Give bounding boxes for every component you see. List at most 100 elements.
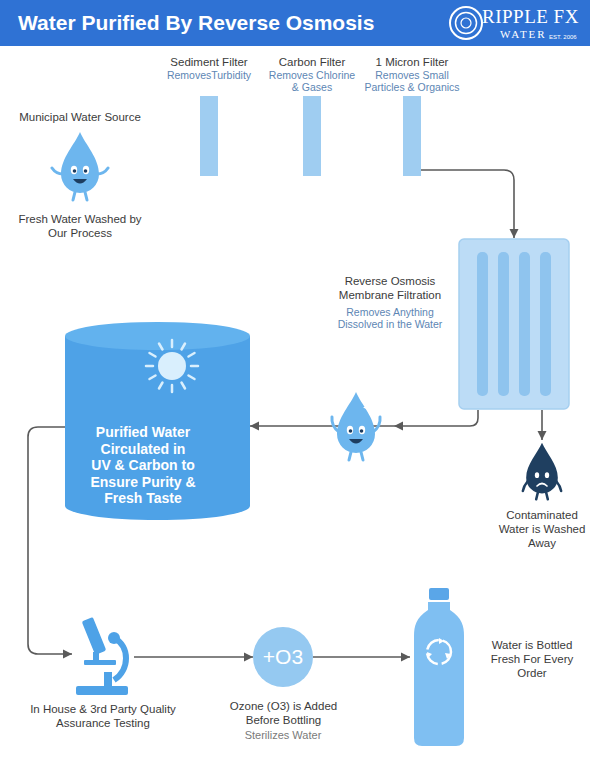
node-caption: Contaminated Water is Washed Away — [497, 508, 587, 550]
shape-part — [65, 336, 250, 520]
node-heading: Reverse Osmosis Membrane Filtration — [330, 274, 450, 302]
shape-part — [61, 132, 99, 193]
shape-part — [159, 344, 163, 350]
logo-text: WATER — [500, 28, 547, 41]
shape-part — [427, 652, 432, 658]
droplet-arm — [332, 417, 339, 432]
shape-part — [76, 617, 128, 695]
logo-ring — [461, 18, 471, 28]
node-note: Sterilizes Water — [213, 729, 353, 742]
shape-part — [519, 252, 530, 396]
happy-droplet — [332, 392, 380, 460]
shape-part — [171, 385, 174, 392]
bottle-icon: Water is Bottled Fresh For Every Order — [410, 588, 468, 748]
filter-cartridge: Sediment FilterRemovesTurbidity — [200, 96, 218, 176]
membrane-box: Reverse Osmosis Membrane FiltrationRemov… — [458, 238, 570, 410]
ozone-circle: +O3Ozone (O3) is Added Before BottlingSt… — [253, 627, 313, 687]
shape-part — [50, 130, 110, 202]
shape-part — [536, 493, 538, 500]
waste-droplet: Contaminated Water is Washed Away — [494, 440, 590, 550]
shape-holder — [410, 588, 468, 748]
shape-part — [171, 340, 174, 347]
node-caption: Water is Bottled Fresh For Every Order — [486, 638, 578, 680]
arrow-head — [244, 653, 253, 662]
arrow-head — [510, 229, 519, 238]
shape-part — [410, 588, 468, 748]
shape-part — [526, 443, 558, 494]
shape-part — [158, 352, 186, 380]
arrow-head — [63, 650, 72, 659]
shape-part — [445, 653, 451, 659]
source-droplet: Municipal Water SourceFresh Water Washed… — [5, 102, 155, 247]
shape-part — [189, 353, 195, 357]
shape-part — [429, 588, 449, 600]
arrow-head — [401, 653, 410, 662]
storage-tank: Purified Water Circulated in UV & Carbon… — [65, 322, 250, 520]
shape-part — [114, 638, 126, 680]
droplet-body — [337, 392, 375, 453]
node-note: Removes Anything Dissolved in the Water — [330, 306, 450, 330]
flow-line — [313, 656, 410, 658]
logo-text: RIPPLE FX — [482, 6, 579, 28]
shape-holder — [72, 612, 134, 696]
shape-part — [146, 365, 153, 368]
flow-line — [134, 656, 253, 658]
droplet-leg — [349, 452, 351, 460]
flow-arrow — [250, 410, 478, 431]
logo-text: EST. 2006 — [549, 33, 577, 41]
shape-part — [537, 484, 547, 487]
shape-part — [189, 376, 195, 380]
shape-part — [82, 617, 107, 655]
shape-part — [65, 322, 250, 350]
shape-part — [458, 238, 570, 410]
droplet-eye — [359, 426, 365, 434]
shape-part — [150, 376, 156, 380]
flow-arrow — [313, 653, 410, 662]
shape-part — [73, 192, 75, 200]
shape-part — [439, 638, 444, 644]
shape-part — [498, 252, 509, 396]
node-heading: 1 Micron Filter — [342, 55, 482, 69]
node-caption: Fresh Water Washed by Our Process — [15, 212, 145, 240]
shape-part — [546, 493, 548, 500]
diagram-title: Water Purified By Reverse Osmosis — [18, 11, 374, 35]
flow-arrow — [538, 410, 547, 440]
arrow-head — [394, 422, 403, 431]
droplet-mouth — [349, 439, 363, 444]
droplet-pupil — [349, 429, 353, 433]
shape-part — [535, 472, 539, 478]
shape-holder — [458, 238, 570, 410]
filter-cartridge: Carbon FilterRemoves Chlorine & Gases — [303, 96, 321, 176]
header-band: Water Purified By Reverse Osmosis RIPPLE … — [0, 0, 590, 46]
shape-part — [73, 169, 77, 173]
node-note: Removes Chlorine & Gases — [266, 69, 358, 93]
shape-part — [159, 383, 163, 389]
node-heading: Carbon Filter — [242, 55, 382, 69]
microscope-icon: In House & 3rd Party Quality Assurance T… — [72, 612, 134, 696]
droplet-eye — [347, 426, 353, 434]
node-note: RemovesTurbidity — [149, 69, 269, 81]
arrow-head — [538, 431, 547, 440]
shape-part — [76, 686, 128, 695]
logo-ring — [450, 7, 482, 39]
flow-line — [250, 410, 478, 426]
node-caption: In House & 3rd Party Quality Assurance T… — [30, 702, 176, 730]
flow-arrow — [134, 653, 253, 662]
ozone-symbol: +O3 — [253, 627, 313, 687]
shape-part — [104, 672, 112, 688]
shape-holder — [517, 440, 567, 502]
logo-ring — [456, 13, 477, 34]
shape-part — [150, 353, 156, 357]
shape-part — [517, 440, 567, 502]
shape-part — [73, 179, 87, 184]
node-note: Removes Small Particles & Organics — [358, 69, 466, 93]
shape-part — [477, 252, 488, 396]
droplet-limbs — [332, 417, 380, 460]
droplet-pupil — [360, 429, 364, 433]
arrow-head — [250, 422, 259, 431]
node-caption: Ozone (O3) is Added Before Bottling — [221, 699, 346, 727]
shape-part — [83, 166, 89, 174]
filter-cartridge: 1 Micron FilterRemoves Small Particles &… — [403, 96, 421, 176]
shape-part — [182, 344, 186, 350]
